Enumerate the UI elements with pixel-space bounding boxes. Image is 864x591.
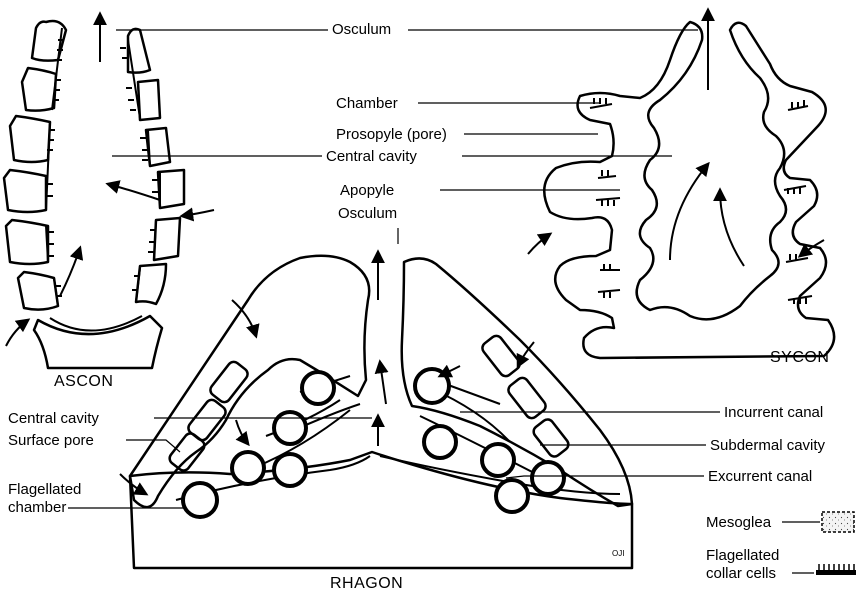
flagellated-chamber [424,426,456,458]
flagellated-chamber [496,480,528,512]
label-layer: Osculum Chamber Prosopyle (pore) Central… [8,21,826,516]
sycon-flow-arrow-2 [720,190,744,266]
rhagon-flow-arrow-6 [236,420,248,444]
legend: Mesoglea Flagellated collar cells [706,512,856,582]
flagellated-chamber [274,454,306,486]
label-surface-pore: Surface pore [8,432,94,449]
label-osculum-top: Osculum [332,21,391,38]
label-flagellated-chamber-2: chamber [8,499,66,516]
rhagon-diagram: RHAGON OJI [120,252,632,591]
legend-mesoglea-label: Mesoglea [706,514,772,531]
ascon-flow-arrow-2 [182,210,214,216]
label-osculum-mid: Osculum [338,205,397,222]
artist-mark: OJI [612,549,624,558]
flagellated-chamber [274,412,306,444]
ascon-flow-arrow-4 [6,320,28,346]
sycon-diagram: SYCON [528,10,834,366]
legend-collar-swatch [816,564,856,575]
ascon-collar-lining [46,28,160,331]
sycon-collar-markings [590,98,812,304]
flagellated-chamber [183,483,217,517]
flagellated-chamber [482,444,514,476]
label-excurrent-canal: Excurrent canal [708,468,812,485]
flagellated-chamber [232,452,264,484]
legend-mesoglea-swatch [822,512,854,532]
legend-collar-label-2: collar cells [706,565,776,582]
label-incurrent-canal: Incurrent canal [724,404,823,421]
flagellated-chamber [532,462,564,494]
label-chamber: Chamber [336,95,398,112]
ascon-right-wall [128,29,184,304]
sycon-flow-arrow-3 [528,234,550,254]
ascon-flow-arrow-3 [60,248,80,296]
label-prosopyle: Prosopyle (pore) [336,126,447,143]
label-flagellated-chamber-1: Flagellated [8,481,81,498]
label-central-cavity-top: Central cavity [326,148,417,165]
label-apopyle: Apopyle [340,182,394,199]
ascon-title: ASCON [54,373,113,390]
label-central-cavity-rhagon: Central cavity [8,410,99,427]
legend-collar-label-1: Flagellated [706,547,779,564]
sycon-title: SYCON [770,349,829,366]
rhagon-flow-arrow-2 [380,362,386,404]
ascon-base [34,316,162,368]
ascon-diagram: ASCON [4,14,214,390]
sycon-flow-arrow-1 [670,164,708,260]
label-subdermal-cavity: Subdermal cavity [710,437,826,454]
rhagon-chambers [183,369,564,517]
flagellated-chamber [302,372,334,404]
rhagon-title: RHAGON [330,575,403,591]
